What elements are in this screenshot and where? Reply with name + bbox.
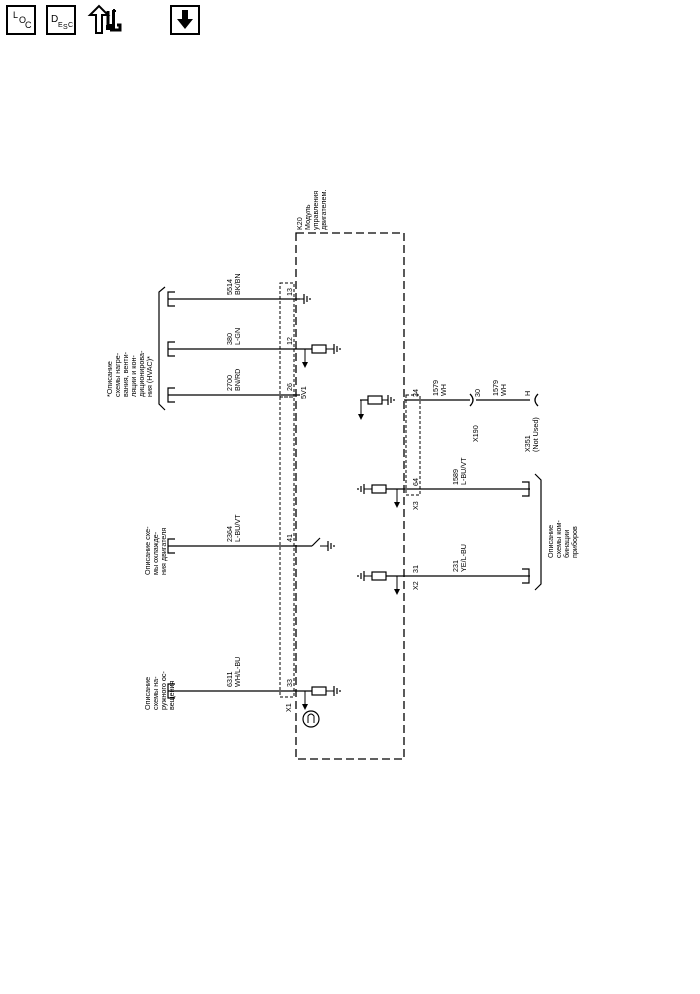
download-button[interactable] <box>170 5 200 35</box>
hvac-line-4: ляции и кон- <box>129 355 138 397</box>
pin-h: H <box>523 391 532 396</box>
hvac-line-1: *Описание <box>105 361 114 397</box>
c6311-color: WH/L-BU <box>233 657 242 687</box>
c2364-color: L-BU/VT <box>233 514 242 542</box>
diagram-label: вещения <box>167 680 176 710</box>
ground-5514 <box>303 294 311 304</box>
diagram-label: ружного ос- <box>159 671 168 710</box>
c6311-num: 6311 <box>225 672 234 687</box>
diagram-label: WH <box>499 384 508 396</box>
label-x351: X351 <box>523 435 532 452</box>
diagram-label: L-BU/VT <box>459 457 468 485</box>
label-x190: X190 <box>471 425 480 442</box>
cooling-ref-label: Описание схе- мы охлажде- ния двигателя <box>143 526 168 575</box>
diagram-label: Описание <box>143 677 152 710</box>
pin-31: 31 <box>411 565 420 573</box>
c5514-num: 5514 <box>225 279 234 295</box>
diagram-label: ния двигателя <box>159 528 168 575</box>
diagram-label: приборов <box>570 526 579 558</box>
desc-letter-d: D <box>51 14 59 25</box>
pin-41: 41 <box>285 534 294 542</box>
label-x2: X2 <box>411 581 420 590</box>
c380-color: L-GN <box>233 328 242 345</box>
diagram-label: 1589 <box>451 469 460 485</box>
label-not-used: (Not Used) <box>531 417 540 452</box>
diagram-label: YE/L-BU <box>459 544 468 572</box>
cluster-bracket <box>534 473 542 591</box>
loc-letter-l: L <box>13 10 19 20</box>
diagram-label: Описание <box>546 525 555 558</box>
diagram-label: схемы на- <box>151 676 160 710</box>
download-icon <box>177 10 193 29</box>
connector-box-x1 <box>279 396 295 698</box>
module-label: K20 Модуль управления двигателем. <box>295 190 328 230</box>
hvac-ref-label: *Описание схемы нагре- вания, венти- ляц… <box>105 350 154 397</box>
diagram-label: бинации <box>562 530 571 558</box>
loc-letter-c: C <box>25 20 32 30</box>
diagram-label: мы охлажде- <box>151 531 160 575</box>
c2700-color: BN/RD <box>233 369 242 391</box>
c2700-num: 2700 <box>225 375 234 391</box>
diagram-label: 1579 <box>491 380 500 396</box>
pin-33: 33 <box>285 679 294 687</box>
desc-letter-e: E <box>58 22 63 29</box>
pin-12: 12 <box>285 337 294 345</box>
label-5v1: 5V1 <box>299 386 308 399</box>
desc-button[interactable]: D E S C <box>46 5 76 35</box>
module-id: K20 <box>295 217 304 230</box>
exterior-ref-label: Описание схемы на- ружного ос- вещения <box>143 671 176 710</box>
hvac-line-5: диционирова- <box>137 350 146 397</box>
module-line-1: Модуль <box>303 204 312 230</box>
hvac-bracket <box>158 286 166 411</box>
pin-64: 64 <box>411 478 420 486</box>
c2364-num: 2364 <box>225 526 234 542</box>
diagnostic-tools-icon[interactable] <box>86 3 126 37</box>
pin-26: 26 <box>285 383 294 391</box>
hvac-line-3: вания, венти- <box>121 351 130 397</box>
connector-box-x3 <box>405 394 421 496</box>
diagram-label: WH <box>439 384 448 396</box>
diagram-label: 231 <box>451 560 460 572</box>
pin-34: 34 <box>411 389 420 397</box>
module-k20-box <box>295 232 405 760</box>
loc-letter-o: O <box>19 15 27 25</box>
loc-button[interactable]: L O C <box>6 5 36 35</box>
c380-num: 380 <box>225 333 234 345</box>
desc-letter-s: S <box>63 24 68 31</box>
pin-30: 30 <box>473 389 482 397</box>
toolbar: L O C D E S C <box>0 0 700 40</box>
desc-letter-c: C <box>68 22 74 29</box>
hvac-line-2: схемы нагре- <box>113 352 122 397</box>
pin-13: 13 <box>285 288 294 296</box>
c5514-color: BK/BN <box>233 273 242 295</box>
module-line-2: управления <box>311 191 320 230</box>
diagram-label: 1579 <box>431 380 440 396</box>
esd-icon <box>302 710 320 728</box>
diagram-label: схемы ком- <box>554 520 563 558</box>
label-x1: X1 <box>284 703 293 712</box>
module-line-3: двигателем. <box>319 190 328 230</box>
hvac-line-6: ния (HVAC)* <box>145 356 154 397</box>
cluster-ref-label: Описание схемы ком- бинации приборов <box>546 520 579 558</box>
label-x3: X3 <box>411 501 420 510</box>
diagram-label: Описание схе- <box>143 526 152 575</box>
